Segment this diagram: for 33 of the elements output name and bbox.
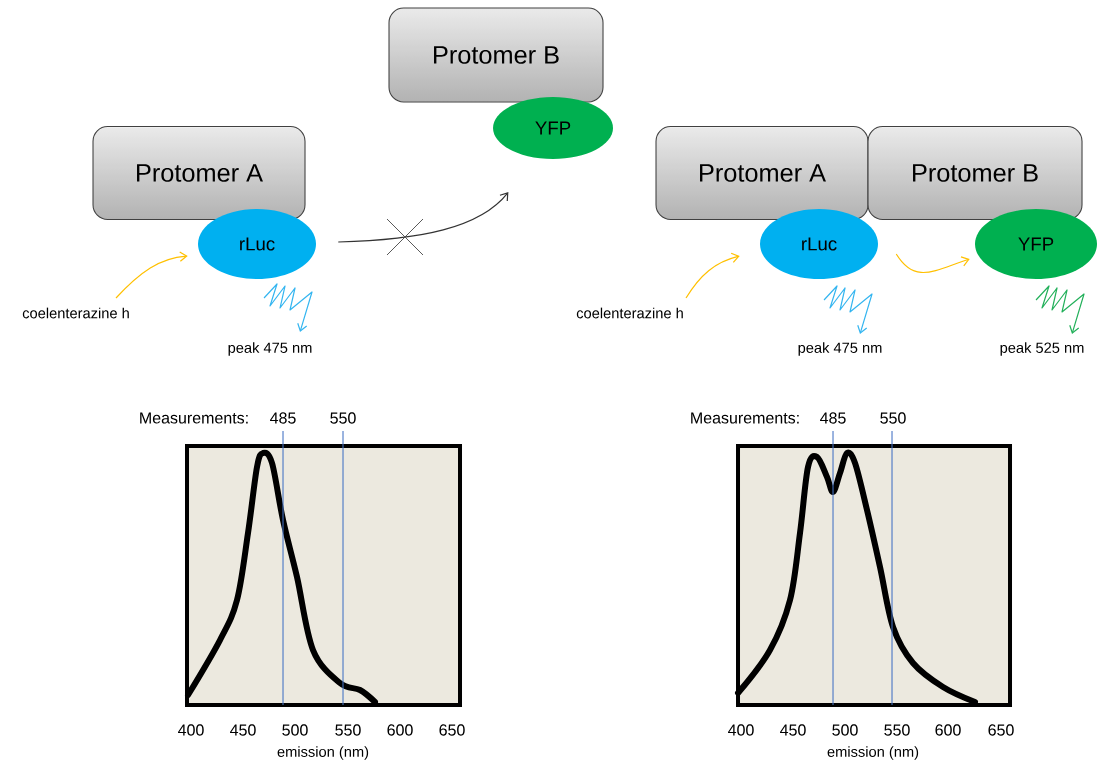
arrow [685,252,740,299]
protomer-box: Protomer A [655,125,869,221]
axis-title: emission (nm) [277,746,369,760]
measurement-value: 485 [820,412,846,424]
tick-label: 500 [832,724,858,736]
tick-label: 500 [282,724,308,736]
arrow [337,192,509,243]
measurement-value: 550 [880,412,906,424]
peak-label: peak 525 nm [1000,342,1084,356]
tick-label: 550 [884,724,910,736]
peak-label: peak 475 nm [798,342,882,356]
tick-label: 650 [988,724,1014,736]
substrate-label: coelenterazine h [22,307,129,319]
protomer-box: Protomer A [92,125,306,221]
measurement-label: Measurements: [691,412,799,424]
tick-label: 400 [728,724,754,736]
measurement-label: Measurements: [140,412,248,424]
protomer-box: Protomer B [867,125,1083,221]
tick-label: 600 [387,724,413,736]
tick-label: 650 [439,724,465,736]
tick-label: 450 [230,724,256,736]
tick-label: 600 [935,724,961,736]
measurement-value: 485 [270,412,296,424]
tick-label: 400 [178,724,204,736]
tick-label: 450 [780,724,806,736]
tick-label: 550 [335,724,361,736]
peak-label: peak 475 nm [228,342,312,356]
axis-title: emission (nm) [827,746,919,760]
arrow [895,253,970,274]
arrow [115,251,188,299]
measurement-value: 550 [330,412,356,424]
substrate-label: coelenterazine h [576,307,683,319]
protomer-box: Protomer B [388,7,604,103]
